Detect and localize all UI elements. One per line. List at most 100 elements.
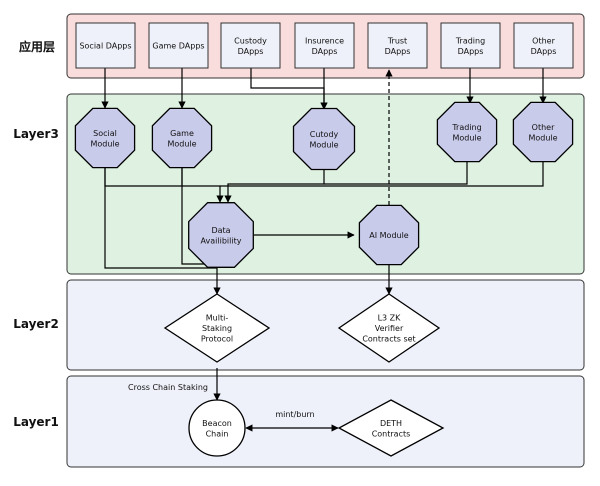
social-module-shape — [74, 107, 136, 169]
other-dapps-box-label-line: DApps — [531, 47, 557, 56]
other-dapps-box-label-line: Other — [532, 36, 555, 45]
multi-staking-protocol-label-line: Multi- — [206, 314, 229, 323]
trading-dapps-box-label-line: Trading — [455, 36, 485, 45]
game-dapps-box: Game DApps — [148, 22, 209, 69]
l3-zk-verifier-contracts-label-line: Verifier — [375, 324, 404, 333]
edge-trading-to-da — [324, 161, 468, 185]
trust-dapps-box-label-line: DApps — [385, 47, 411, 56]
cross-chain-staking-label: Cross Chain Staking — [128, 383, 208, 392]
layer2-band — [66, 279, 585, 371]
social-dapps-box: Social DApps — [75, 22, 136, 69]
social-dapps-box-shape — [75, 22, 136, 69]
multi-staking-protocol-label-line: Staking — [202, 324, 232, 333]
game-dapps-box-label: Game DApps — [152, 42, 204, 51]
game-dapps-box-label-line: Game DApps — [152, 42, 204, 51]
game-module-label-line: Module — [167, 139, 196, 148]
custody-dapps-box-shape — [220, 22, 281, 69]
deth-contracts-shape — [337, 399, 445, 457]
other-module-label-line: Other — [532, 123, 555, 132]
data-availability-module-shape — [188, 202, 254, 268]
game-module-label-line: Game — [170, 129, 194, 138]
other-module-label-line: Module — [528, 133, 557, 142]
trading-dapps-box-shape — [440, 22, 501, 69]
edge-custody-to-da — [224, 167, 325, 203]
app-layer-title: 应用层 — [19, 39, 55, 54]
ai-module-label-line: AI Module — [369, 231, 409, 240]
edge-other-to-da — [220, 161, 544, 187]
edge-game-to-staking — [181, 167, 214, 265]
social-module-label-line: Social — [93, 129, 117, 138]
other-module-shape — [512, 101, 574, 163]
custody-dapps-box-label-line: Custody — [234, 36, 267, 45]
ai-module-label: AI Module — [369, 231, 409, 240]
insurence-dapps-box-shape — [294, 22, 355, 69]
layer1-title: Layer1 — [13, 415, 59, 429]
social-dapps-box-label: Social DApps — [79, 42, 131, 51]
trading-module-shape — [436, 101, 498, 163]
trust-dapps-box-shape — [367, 22, 428, 69]
edges — [101, 68, 547, 432]
beacon-chain-label-line: Beacon — [202, 419, 232, 428]
data-availability-module-label-line: Data — [211, 226, 230, 235]
l3-zk-verifier-contracts-label-line: Contracts set — [362, 335, 415, 344]
trading-dapps-box-label-line: DApps — [458, 47, 484, 56]
social-module-label-line: Module — [90, 139, 119, 148]
trust-dapps-box-label-line: Trust — [387, 36, 407, 45]
custody-module-label-line: Cutody — [310, 130, 339, 139]
deth-contracts-label-line: DETH — [380, 419, 402, 428]
deth-contracts-label-line: Contracts — [372, 429, 411, 438]
l3-zk-verifier-contracts-label-line: L3 ZK — [378, 314, 402, 323]
custody-module-shape — [292, 107, 356, 171]
data-availability-module-label-line: Availibility — [201, 236, 242, 245]
ai-module: AI Module — [358, 204, 420, 266]
trading-module-label-line: Trading — [451, 123, 481, 132]
trading-module-label-line: Module — [452, 133, 481, 142]
layer3-title: Layer3 — [13, 127, 59, 141]
edge-social-to-staking — [104, 167, 221, 295]
l3-zk-verifier-contracts-shape — [337, 293, 441, 363]
beacon-chain-label-line: Chain — [206, 429, 229, 438]
social-dapps-box-label-line: Social DApps — [79, 42, 131, 51]
mint-burn-label: mint/burn — [275, 410, 314, 419]
insurence-dapps-box-label-line: Insurence — [305, 36, 344, 45]
multi-staking-protocol-shape — [163, 293, 271, 363]
game-dapps-box-shape — [148, 22, 209, 69]
ai-module-shape — [358, 204, 420, 266]
custody-module-label-line: Module — [309, 140, 338, 149]
game-module-shape — [151, 107, 213, 169]
other-dapps-box-shape — [513, 22, 574, 69]
multi-staking-protocol-label-line: Protocol — [201, 335, 233, 344]
